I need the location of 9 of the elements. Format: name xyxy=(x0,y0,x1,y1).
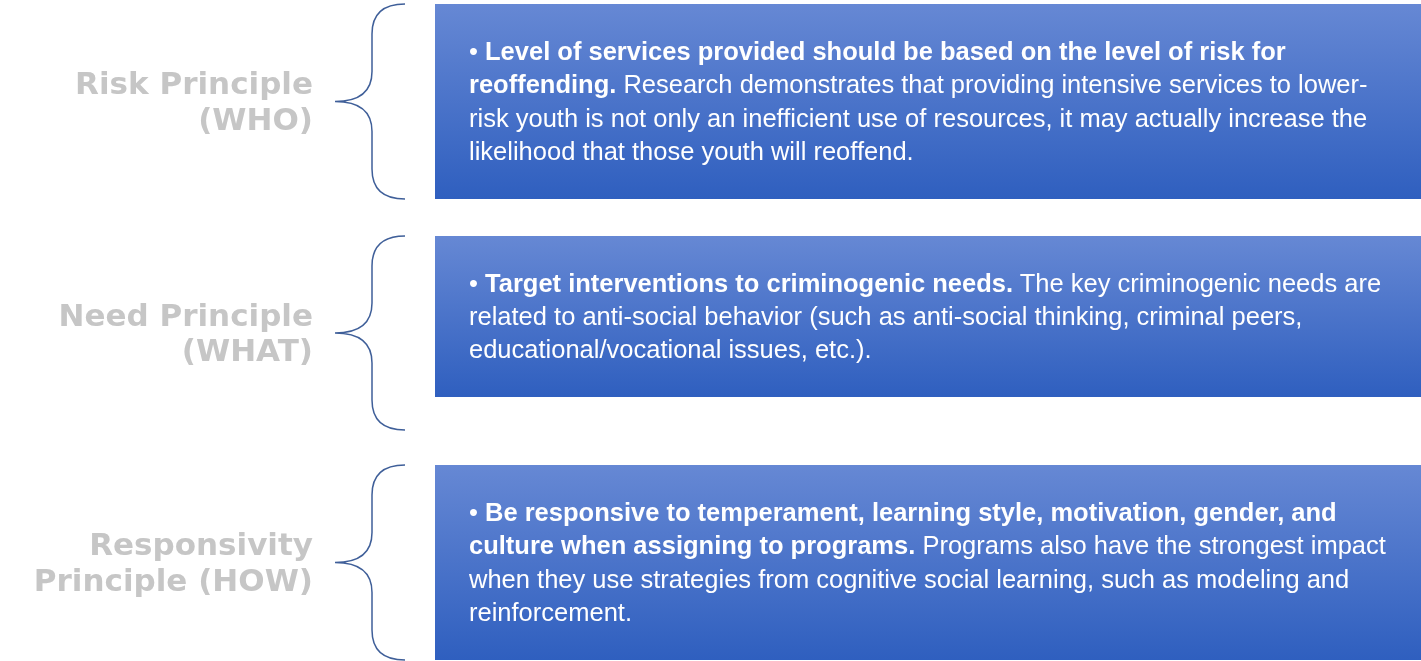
text-panel xyxy=(435,236,1421,397)
principle-heading: Responsivity Principle (HOW) xyxy=(32,527,313,599)
text-panel xyxy=(435,465,1421,660)
principle-heading: Need Principle (WHAT) xyxy=(57,297,313,369)
description-text: • Target interventions to criminogenic needs. The key criminogenic needs are related to anti-social behavior (such as anti-social thinking, criminal peers, educational/vocational issues, etc.). xyxy=(469,267,1383,366)
principle-heading: Risk Principle (WHO) xyxy=(74,66,313,138)
description-text: • Level of services provided should be based on the level of risk for reoffending. Research demonstrates that providing intensive services to lower-risk youth is not only an inefficient use of resources, it may actually increase the likelihood that those youth will reoffend. xyxy=(469,36,1369,167)
text-panel xyxy=(435,4,1421,199)
description-text: • Be responsive to temperament, learning style, motivation, gender, and culture when assigning to programs. Programs also have the strongest impact when they use strategies from cognitive social learning, such as modeling and reinforcement. xyxy=(469,497,1387,628)
